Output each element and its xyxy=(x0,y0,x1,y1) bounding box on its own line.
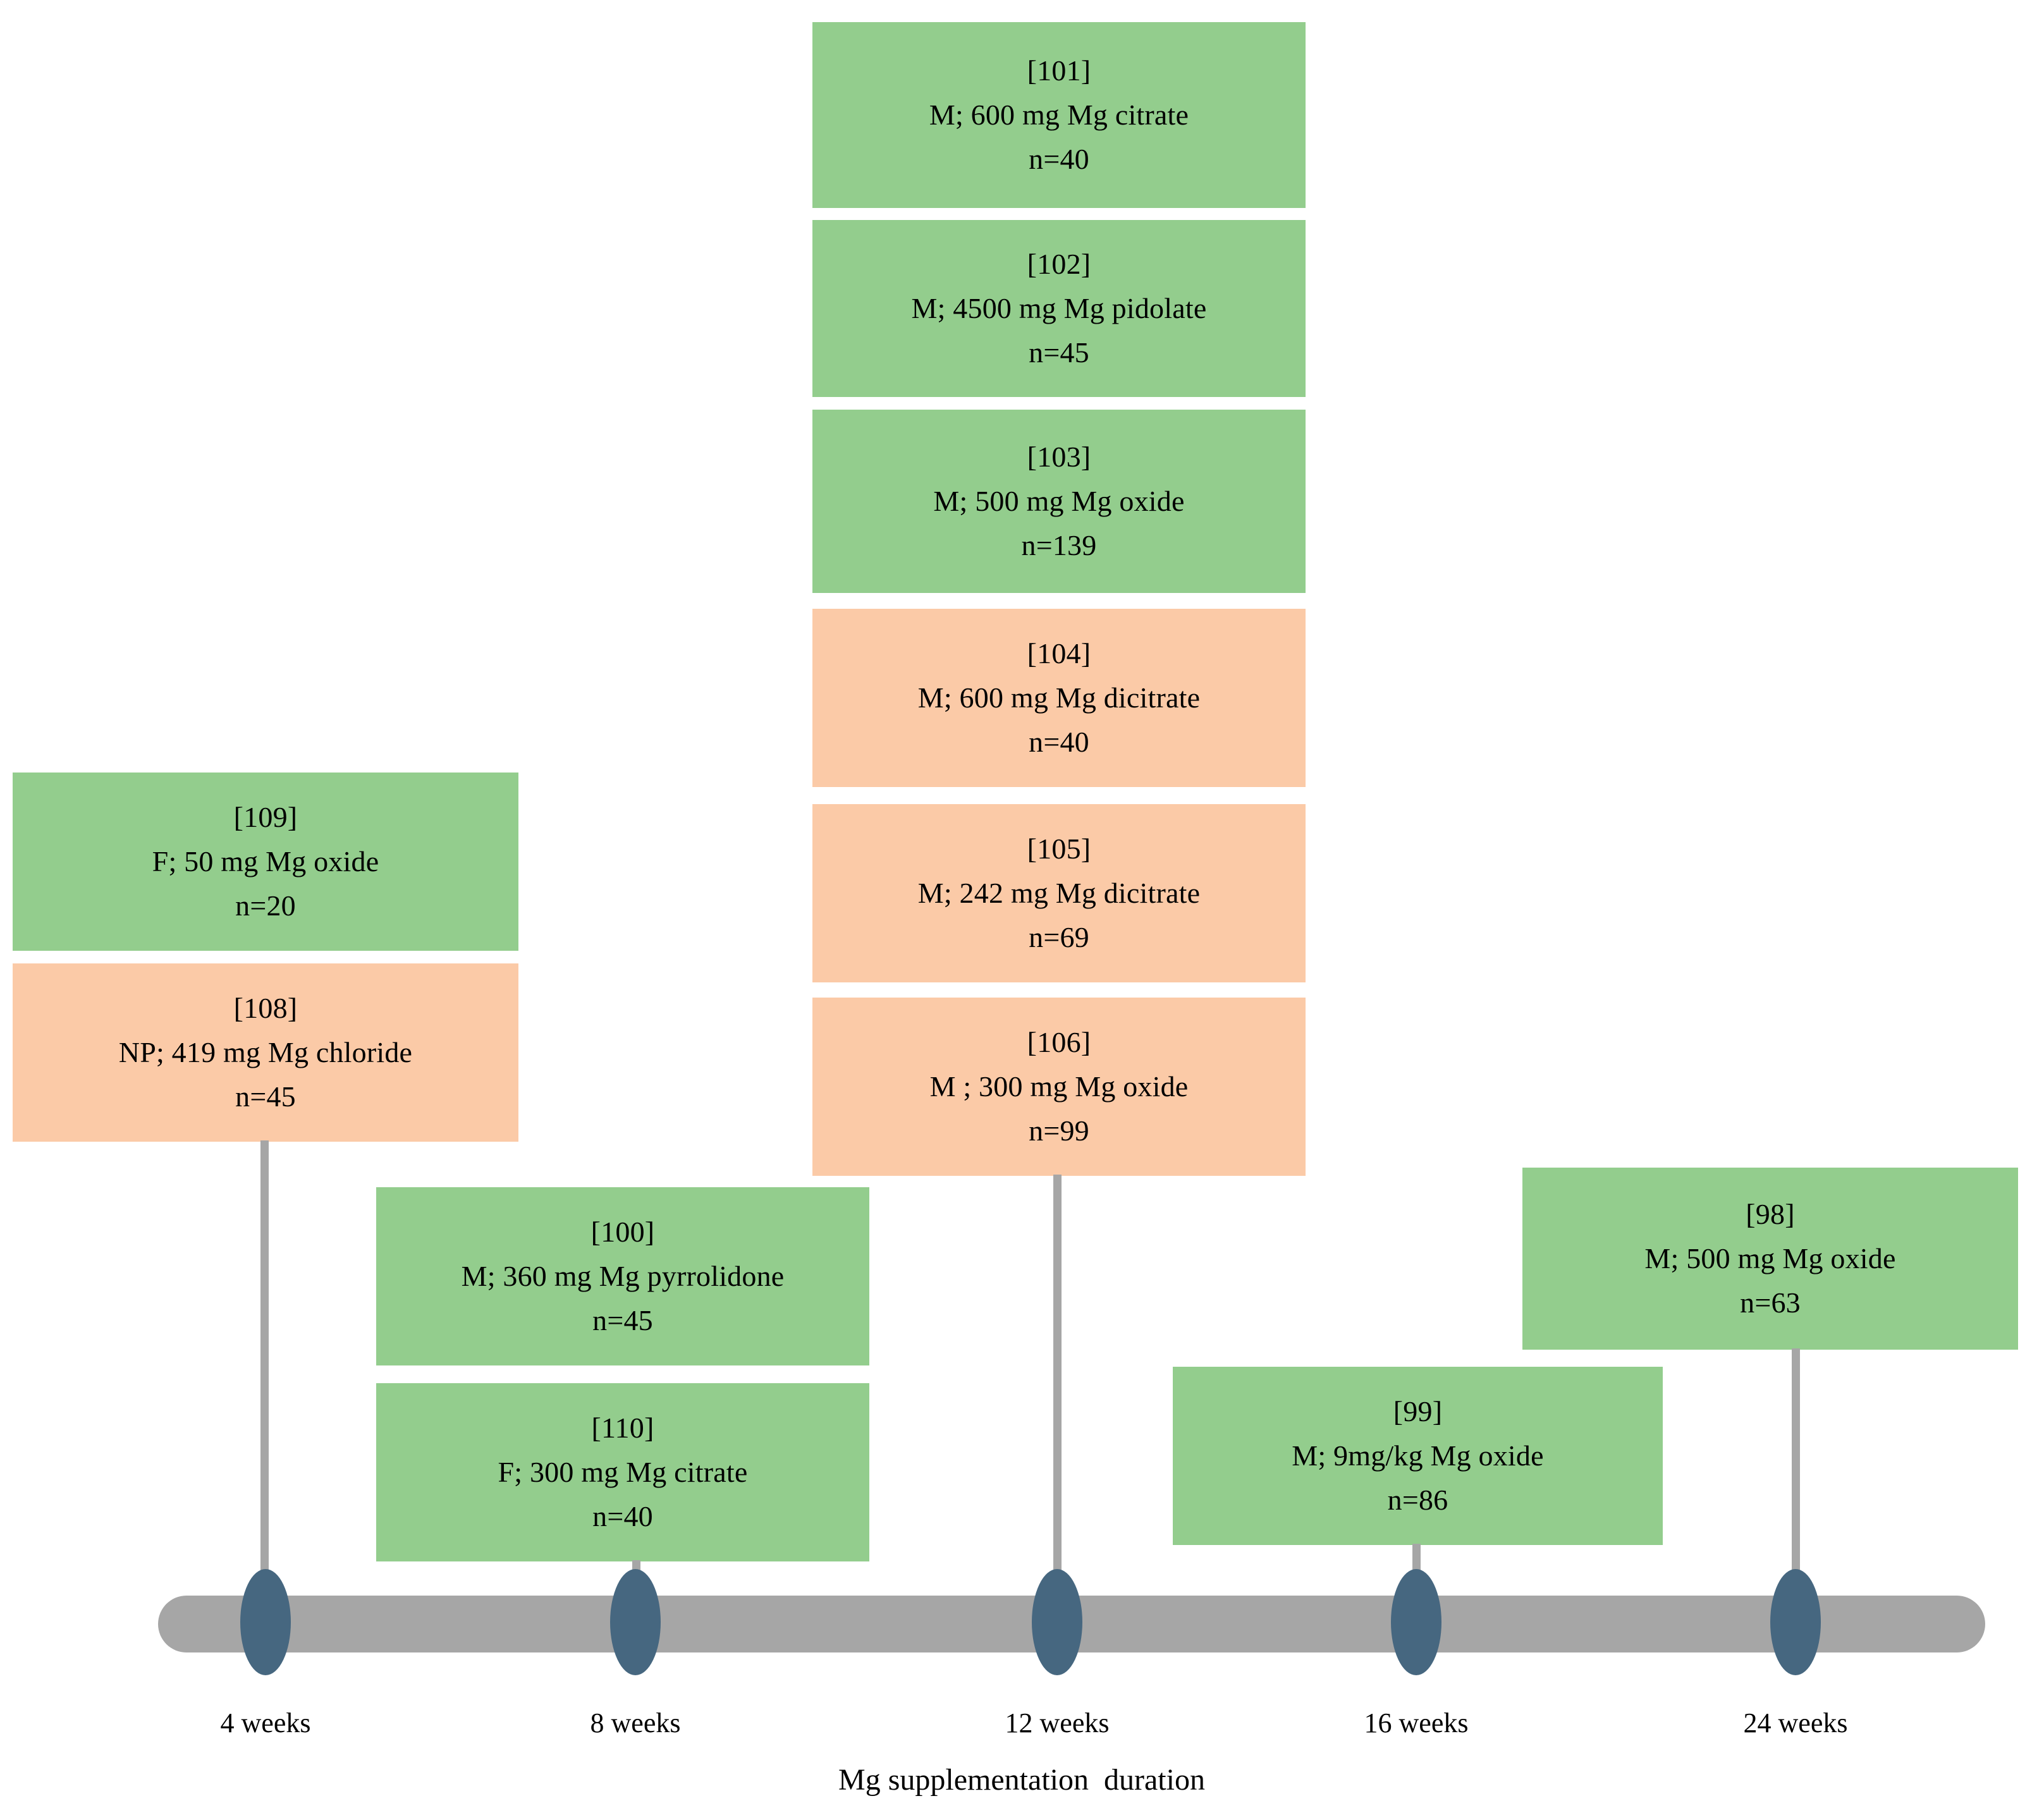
study-count: n=40 xyxy=(592,1500,653,1532)
study-box-101: [101] M; 600 mg Mg citrate n=40 xyxy=(812,22,1306,208)
study-box-110: [110] F; 300 mg Mg citrate n=40 xyxy=(376,1383,869,1561)
study-count: n=45 xyxy=(235,1080,296,1113)
tick-label-12-weeks: 12 weeks xyxy=(1005,1707,1110,1738)
timeline-marker-4-weeks[interactable] xyxy=(240,1569,291,1675)
study-desc: M; 4500 mg Mg pidolate xyxy=(911,292,1207,325)
study-count: n=40 xyxy=(1029,142,1089,175)
study-ref: [104] xyxy=(1027,637,1091,670)
study-ref: [98] xyxy=(1746,1198,1795,1231)
study-count: n=139 xyxy=(1021,528,1097,561)
connector-24-weeks xyxy=(1792,1348,1800,1621)
study-ref: [102] xyxy=(1027,248,1091,281)
study-count: n=63 xyxy=(1740,1286,1801,1319)
study-box-106: [106] M ; 300 mg Mg oxide n=99 xyxy=(812,998,1306,1176)
study-ref: [105] xyxy=(1027,833,1091,865)
study-desc: M; 360 mg Mg pyrrolidone xyxy=(461,1260,785,1293)
study-desc: M; 500 mg Mg oxide xyxy=(1644,1242,1896,1275)
study-ref: [103] xyxy=(1027,441,1091,473)
study-desc: M; 242 mg Mg dicitrate xyxy=(917,877,1201,910)
study-box-99: [99] M; 9mg/kg Mg oxide n=86 xyxy=(1173,1367,1663,1545)
connector-12-weeks xyxy=(1053,1175,1062,1621)
connector-4-weeks xyxy=(260,1140,269,1621)
axis-title: Mg supplementation duration xyxy=(838,1763,1205,1797)
study-count: n=69 xyxy=(1029,920,1089,953)
study-desc: M; 9mg/kg Mg oxide xyxy=(1292,1439,1544,1472)
study-box-98: [98] M; 500 mg Mg oxide n=63 xyxy=(1522,1168,2018,1350)
study-ref: [108] xyxy=(233,992,298,1025)
tick-label-8-weeks: 8 weeks xyxy=(590,1707,681,1738)
study-ref: [99] xyxy=(1393,1395,1443,1428)
study-desc: M; 500 mg Mg oxide xyxy=(933,485,1185,518)
study-ref: [101] xyxy=(1027,54,1091,87)
study-desc: NP; 419 mg Mg chloride xyxy=(118,1036,413,1069)
tick-label-4-weeks: 4 weeks xyxy=(220,1707,311,1738)
timeline-marker-8-weeks[interactable] xyxy=(610,1569,661,1675)
study-count: n=86 xyxy=(1387,1483,1448,1516)
study-box-105: [105] M; 242 mg Mg dicitrate n=69 xyxy=(812,804,1306,982)
study-box-102: [102] M; 4500 mg Mg pidolate n=45 xyxy=(812,220,1306,397)
timeline-marker-16-weeks[interactable] xyxy=(1391,1569,1441,1675)
study-count: n=20 xyxy=(235,889,296,922)
study-ref: [100] xyxy=(591,1216,655,1249)
study-count: n=99 xyxy=(1029,1114,1089,1147)
study-ref: [110] xyxy=(591,1412,654,1445)
study-desc: F; 50 mg Mg oxide xyxy=(152,845,379,878)
study-box-100: [100] M; 360 mg Mg pyrrolidone n=45 xyxy=(376,1187,869,1365)
study-ref: [109] xyxy=(233,801,298,834)
study-desc: M; 600 mg Mg dicitrate xyxy=(917,681,1201,714)
tick-label-24-weeks: 24 weeks xyxy=(1743,1707,1848,1738)
study-count: n=40 xyxy=(1029,725,1089,758)
timeline-marker-12-weeks[interactable] xyxy=(1032,1569,1082,1675)
tick-label-16-weeks: 16 weeks xyxy=(1364,1707,1469,1738)
timeline-marker-24-weeks[interactable] xyxy=(1770,1569,1821,1675)
study-box-109: [109] F; 50 mg Mg oxide n=20 xyxy=(13,773,518,951)
study-desc: M; 600 mg Mg citrate xyxy=(929,99,1189,131)
study-ref: [106] xyxy=(1027,1026,1091,1059)
study-box-103: [103] M; 500 mg Mg oxide n=139 xyxy=(812,410,1306,593)
study-desc: M ; 300 mg Mg oxide xyxy=(929,1070,1189,1103)
study-desc: F; 300 mg Mg citrate xyxy=(498,1456,748,1489)
study-box-104: [104] M; 600 mg Mg dicitrate n=40 xyxy=(812,609,1306,787)
study-box-108: [108] NP; 419 mg Mg chloride n=45 xyxy=(13,963,518,1142)
study-count: n=45 xyxy=(1029,336,1089,369)
study-count: n=45 xyxy=(592,1304,653,1336)
